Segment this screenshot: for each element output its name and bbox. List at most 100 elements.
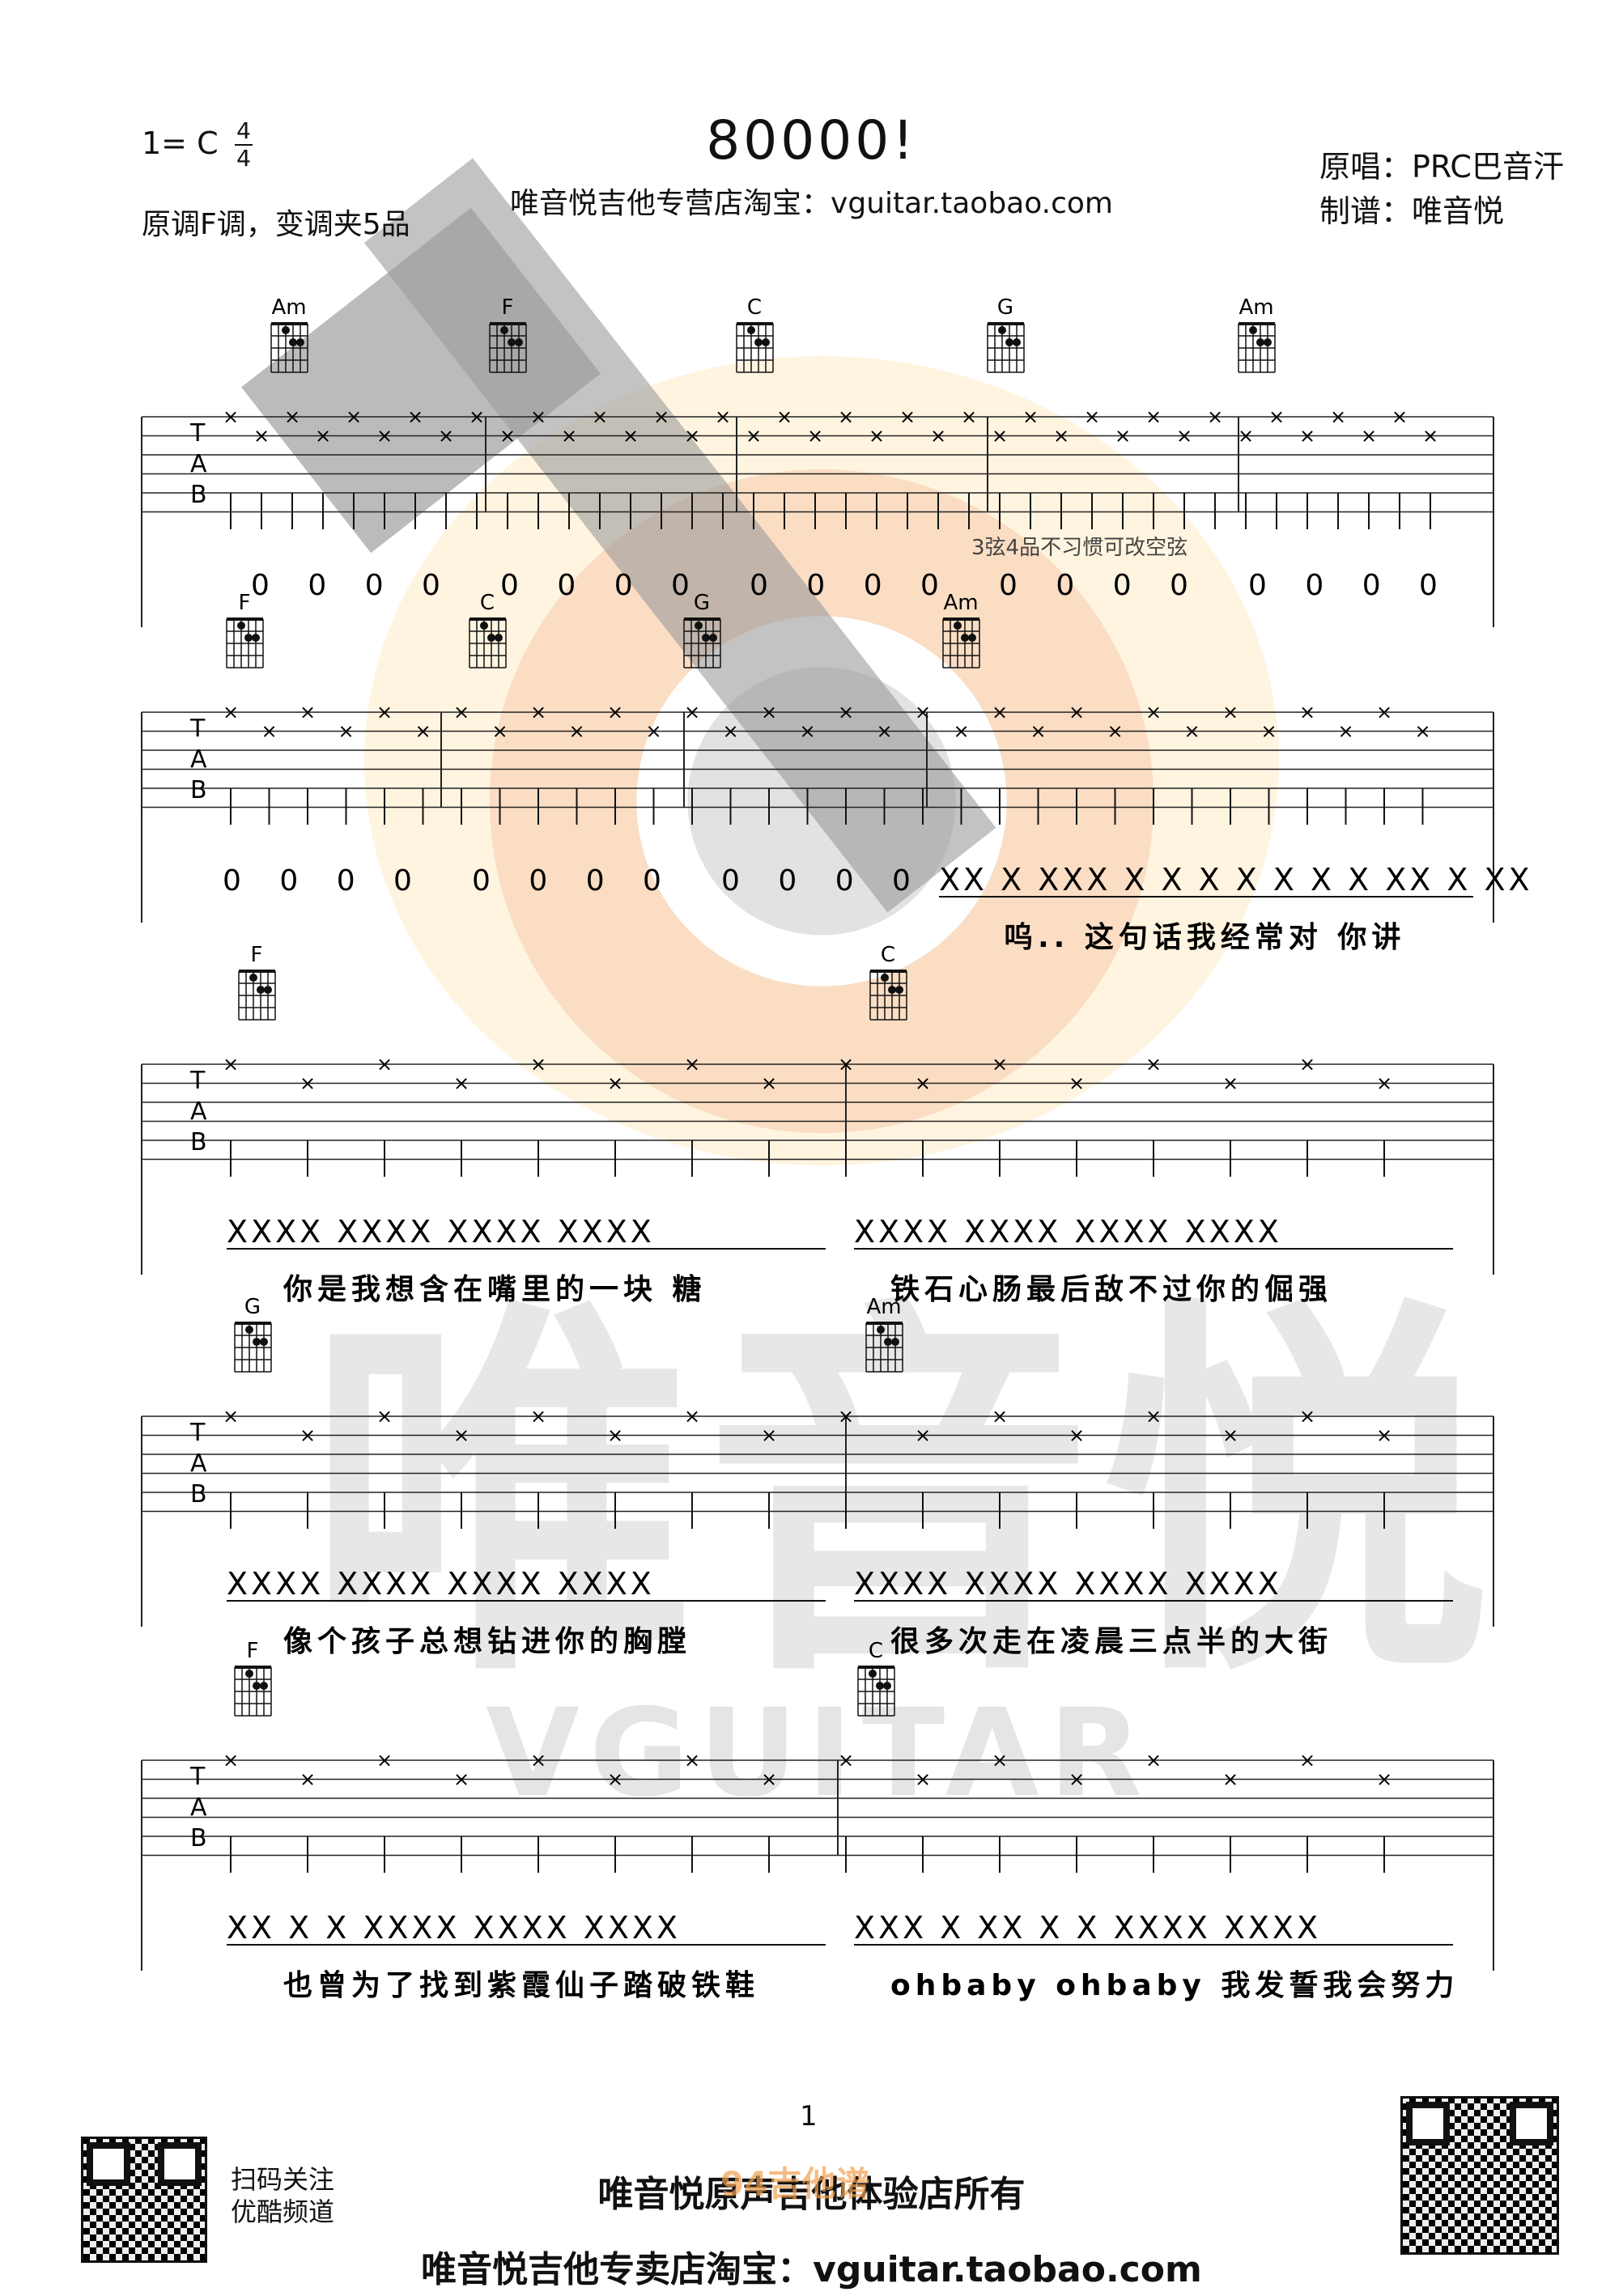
strum-mark: × bbox=[300, 701, 316, 724]
chord-name: F bbox=[239, 591, 251, 615]
rhythm-notation: XXXX XXXX XXXX XXXX bbox=[854, 1214, 1282, 1250]
chord-dot bbox=[257, 986, 265, 994]
capo-note: 原调F调，变调夹5品 bbox=[142, 208, 410, 241]
strum-mark: × bbox=[761, 701, 777, 724]
strum-mark: × bbox=[438, 425, 454, 448]
chord-dot bbox=[260, 1338, 268, 1346]
strum-mark: × bbox=[684, 1749, 700, 1772]
strum-mark: × bbox=[1176, 425, 1192, 448]
jianpu-rest: 0 0 0 0 bbox=[721, 864, 925, 898]
chord-name: C bbox=[480, 591, 495, 615]
strum-mark: × bbox=[1376, 1424, 1392, 1447]
strum-mark: × bbox=[1330, 405, 1346, 428]
lyric-line: ohbaby ohbaby 我发誓我会努力 bbox=[890, 1969, 1459, 2002]
arranger: 制谱：唯音悦 bbox=[1319, 193, 1505, 229]
jianpu-rest: 0 0 0 0 bbox=[500, 569, 704, 602]
chord-name: Am bbox=[1238, 295, 1273, 320]
tab-clef-letter: B bbox=[190, 481, 207, 509]
strum-mark: × bbox=[1376, 1072, 1392, 1095]
jianpu-rest: 0 0 0 0 bbox=[750, 569, 954, 602]
strum-mark: × bbox=[1069, 1424, 1085, 1447]
qr-code-right bbox=[1400, 2096, 1559, 2255]
strum-mark: × bbox=[1053, 425, 1069, 448]
jianpu-rest: 0 0 0 0 bbox=[1248, 569, 1452, 602]
chord-dot bbox=[762, 338, 770, 346]
strum-mark: × bbox=[1222, 1768, 1238, 1791]
chord-dot bbox=[883, 1682, 891, 1690]
strum-mark: × bbox=[1376, 701, 1392, 724]
strum-mark: × bbox=[1268, 405, 1285, 428]
strum-mark: × bbox=[838, 1053, 854, 1076]
strum-mark: × bbox=[261, 720, 277, 743]
chord-dot bbox=[500, 326, 508, 334]
chord-dot bbox=[895, 986, 903, 994]
jianpu-rest: 0 0 0 0 bbox=[999, 569, 1203, 602]
chord-dot bbox=[480, 622, 488, 630]
tab-clef-letter: A bbox=[190, 1793, 207, 1822]
strum-mark: × bbox=[453, 1424, 469, 1447]
chord-dot bbox=[253, 1338, 261, 1346]
strum-mark: × bbox=[992, 425, 1008, 448]
strum-mark: × bbox=[953, 720, 969, 743]
chord-dot bbox=[515, 338, 523, 346]
strum-mark: × bbox=[838, 405, 854, 428]
strum-mark: × bbox=[1115, 425, 1131, 448]
strum-mark: × bbox=[1222, 701, 1238, 724]
strum-mark: × bbox=[776, 405, 792, 428]
rhythm-notation: XXXX XXXX XXXX XXXX bbox=[227, 1214, 655, 1250]
jianpu-rest: 0 0 0 0 bbox=[223, 864, 427, 898]
strum-mark: × bbox=[300, 1072, 316, 1095]
chord-dot bbox=[869, 1670, 877, 1678]
tab-clef-letter: B bbox=[190, 1480, 207, 1509]
chord-dot bbox=[891, 1338, 899, 1346]
strum-mark: × bbox=[469, 405, 485, 428]
lyric-line: 像个孩子总想钻进你的胸膛 bbox=[283, 1625, 691, 1658]
chord-dot bbox=[249, 974, 257, 982]
strum-mark: × bbox=[1207, 405, 1223, 428]
strum-mark: × bbox=[376, 425, 393, 448]
site-logo: 94吉他谱 bbox=[720, 2164, 870, 2204]
chord-dot bbox=[954, 622, 962, 630]
strum-mark: × bbox=[899, 405, 916, 428]
tab-clef-letter: A bbox=[190, 450, 207, 478]
strum-mark: × bbox=[761, 1072, 777, 1095]
strum-mark: × bbox=[1145, 1749, 1162, 1772]
chord-dot bbox=[998, 326, 1006, 334]
strum-mark: × bbox=[530, 1053, 546, 1076]
watermark-text: 唯音悦 bbox=[308, 1271, 1498, 1723]
strum-mark: × bbox=[838, 1405, 854, 1428]
chord-dot bbox=[1256, 338, 1264, 346]
strum-mark: × bbox=[223, 701, 239, 724]
strum-mark: × bbox=[876, 720, 892, 743]
strum-mark: × bbox=[223, 1053, 239, 1076]
strum-mark: × bbox=[530, 1405, 546, 1428]
strum-mark: × bbox=[1222, 1424, 1238, 1447]
chord-name: C bbox=[747, 295, 762, 320]
strum-mark: × bbox=[1422, 425, 1438, 448]
strum-mark: × bbox=[915, 1424, 931, 1447]
strum-mark: × bbox=[1414, 720, 1430, 743]
strum-mark: × bbox=[761, 1768, 777, 1791]
strum-mark: × bbox=[915, 1072, 931, 1095]
chord-dot bbox=[881, 974, 889, 982]
tab-clef-letter: T bbox=[189, 1067, 206, 1095]
chord-dot bbox=[260, 1682, 268, 1690]
strum-mark: × bbox=[653, 405, 669, 428]
strum-mark: × bbox=[838, 701, 854, 724]
time-signature: 4 4 bbox=[235, 120, 253, 170]
strum-mark: × bbox=[1299, 1053, 1315, 1076]
strum-mark: × bbox=[1222, 1072, 1238, 1095]
chord-name: G bbox=[694, 591, 710, 615]
strum-mark: × bbox=[499, 425, 516, 448]
chord-dot bbox=[237, 622, 245, 630]
strum-mark: × bbox=[684, 1405, 700, 1428]
jianpu-rest: 0 0 0 0 bbox=[472, 864, 676, 898]
strum-mark: × bbox=[376, 701, 393, 724]
strum-mark: × bbox=[453, 1072, 469, 1095]
strum-mark: × bbox=[1145, 701, 1162, 724]
strum-mark: × bbox=[992, 1749, 1008, 1772]
channel-label: 优酷频道 bbox=[231, 2196, 335, 2227]
tab-clef-letter: A bbox=[190, 1097, 207, 1126]
strum-mark: × bbox=[1145, 1405, 1162, 1428]
strum-mark: × bbox=[1145, 405, 1162, 428]
